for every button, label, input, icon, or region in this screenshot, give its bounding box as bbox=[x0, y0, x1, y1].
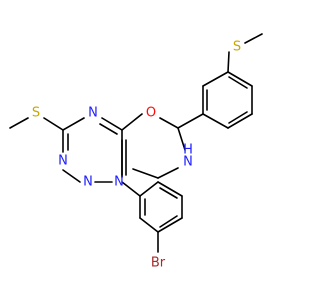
atom-label-nitrogen: N bbox=[183, 155, 193, 170]
atom-label-nitrogen: N bbox=[83, 175, 93, 190]
bond bbox=[227, 71, 253, 87]
bonds bbox=[9, 33, 263, 253]
bond bbox=[159, 215, 178, 228]
bond bbox=[139, 181, 159, 197]
bond bbox=[228, 76, 248, 89]
bond bbox=[139, 217, 159, 233]
bond bbox=[177, 113, 204, 129]
atom-label-nitrogen: N bbox=[58, 154, 68, 169]
bond bbox=[157, 167, 179, 179]
bond bbox=[244, 33, 263, 44]
atom-label-sulfur: S bbox=[32, 106, 40, 121]
bond bbox=[99, 123, 118, 135]
bond bbox=[43, 117, 64, 131]
atom-label-nitrogen: N bbox=[88, 106, 98, 121]
atom-label-sulfur: S bbox=[233, 40, 241, 55]
atom-label-nitrogen: N bbox=[114, 175, 124, 190]
atom-label-oxygen: O bbox=[146, 106, 156, 121]
bond bbox=[132, 168, 159, 179]
bond bbox=[159, 117, 179, 129]
bond bbox=[157, 217, 183, 233]
bond bbox=[202, 71, 229, 87]
bond bbox=[101, 117, 123, 131]
structure-diagram: S O N S N N N H N Br bbox=[9, 33, 263, 271]
bond bbox=[157, 181, 183, 197]
bond bbox=[121, 113, 143, 131]
bond bbox=[227, 51, 230, 73]
atom-label-hydrogen: H bbox=[183, 143, 193, 158]
bond bbox=[62, 117, 85, 131]
atom-labels: S O N S N N N H N Br bbox=[32, 40, 241, 271]
molecule-canvas: S O N S N N N H N Br bbox=[9, 33, 263, 271]
bond bbox=[159, 187, 178, 199]
bond bbox=[62, 169, 81, 183]
bond bbox=[121, 181, 141, 197]
bond bbox=[9, 117, 29, 129]
bond bbox=[177, 127, 186, 151]
bond bbox=[228, 111, 248, 124]
bond bbox=[227, 113, 253, 129]
bond bbox=[202, 113, 229, 129]
atom-label-bromine: Br bbox=[151, 256, 166, 271]
